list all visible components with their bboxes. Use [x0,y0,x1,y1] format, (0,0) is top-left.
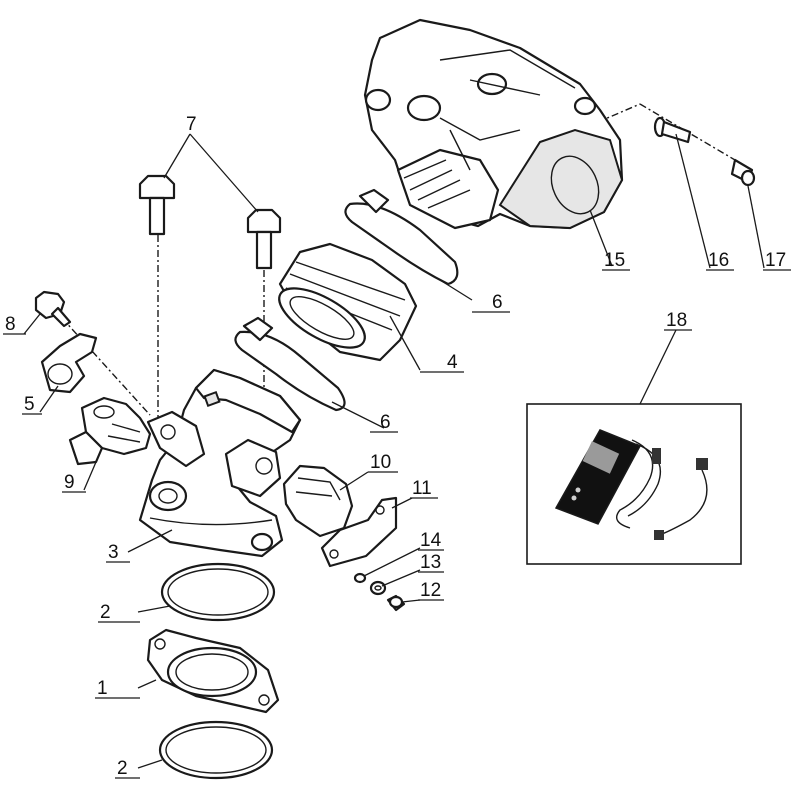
callout-12: 12 [420,580,441,601]
part-7-bolt-left [138,174,176,236]
callout-13: 13 [420,552,441,573]
part-10-sensor [282,464,354,538]
callout-14: 14 [420,530,442,551]
part-7-bolt-right [246,208,282,270]
callout-3: 3 [108,542,119,563]
diagnostic-cable [627,443,662,517]
part-18-diagnostic-kit-box [526,403,742,565]
callout-17: 17 [765,250,786,271]
callout-6-upper: 6 [492,292,503,313]
callout-6-lower: 6 [380,412,391,433]
callout-10: 10 [370,452,391,473]
part-6-clamp-lower [234,316,346,412]
part-9-fuel-injector [68,396,152,466]
part-4-intake-sleeve [278,242,418,362]
callout-7: 7 [186,114,197,135]
callout-16: 16 [708,250,729,271]
leader-lines [23,133,765,769]
part-3-intake-manifold [138,368,302,558]
callout-5: 5 [24,394,35,415]
callout-8: 8 [5,314,16,335]
diagnostic-cable [616,439,654,529]
part-17-screw [730,158,756,187]
callout-4: 4 [447,352,458,373]
part-13-washer [369,580,387,596]
callout-2-upper: 2 [100,602,111,623]
callout-15: 15 [604,250,625,271]
part-11-bracket [320,496,398,568]
diagnostic-tool-screen [582,441,620,474]
cable-connector [652,448,661,464]
callout-1: 1 [97,678,108,699]
part-2-o-ring-lower [158,720,274,780]
callout-labels: 1 2 2 3 4 5 6 6 7 8 9 10 11 12 13 14 15 [3,114,791,779]
part-15-throttle-body [363,18,624,230]
diagnostic-tool-button [571,495,577,501]
part-12-screw [386,594,406,612]
part-5-injector-bracket [40,332,98,394]
part-2-o-ring-upper [160,562,276,622]
adapter-connector [654,530,664,540]
part-14-washer [353,572,367,584]
adapter-connector [696,458,708,470]
part-1-gasket [146,628,280,714]
part-6-clamp-upper [344,188,459,286]
part-8-bolt [34,290,72,328]
callout-9: 9 [64,472,75,493]
part-16-pin [653,116,692,144]
callout-11: 11 [412,478,432,499]
callout-18: 18 [666,310,687,331]
diagnostic-tool-button [575,487,581,493]
diagnostic-adapter-cable [661,469,708,535]
callout-2-lower: 2 [117,758,128,779]
